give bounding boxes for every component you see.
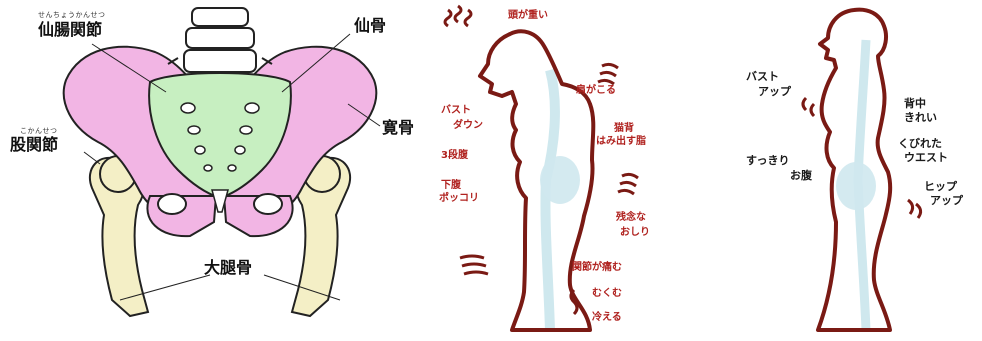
belly-label-1: すっきり xyxy=(746,155,790,166)
knee-pain-label: 関節が痛む xyxy=(572,263,622,273)
pelvis-glow xyxy=(540,156,580,204)
belly-label-2: お腹 xyxy=(790,170,812,181)
sacrum-label: 仙骨 xyxy=(354,18,386,34)
hip-up-label-1: ヒップ xyxy=(924,181,957,192)
sacroiliac-joint-label: 仙腸関節 xyxy=(38,22,102,38)
hip-up-label-2: アップ xyxy=(930,195,963,206)
waist-label-2: ウエスト xyxy=(904,152,948,163)
cold-label: 冷える xyxy=(592,313,622,323)
pelvis-illustration xyxy=(0,0,430,341)
stress-marks-left xyxy=(445,6,488,274)
swelling-label: むくむ xyxy=(592,289,622,299)
lower-belly-label-1: 下腹 xyxy=(441,181,461,191)
back-label-2: きれい xyxy=(904,112,937,123)
hip-joint-ruby: こかんせつ xyxy=(20,128,58,135)
hip-bone-label: 寛骨 xyxy=(382,120,414,136)
back-fat-label-2: はみ出す脂 xyxy=(596,137,646,147)
saggy-butt-label-1: 残念な xyxy=(616,213,646,223)
triple-belly-label: 3段腹 xyxy=(441,151,468,161)
lumbar-vertebrae xyxy=(168,8,272,72)
femur-label: 大腿骨 xyxy=(204,260,252,276)
sacroiliac-joint-ruby: せんちょうかんせつ xyxy=(38,12,106,19)
bust-down-label-1: バスト xyxy=(441,106,471,116)
back-fat-label-1: 猫背 xyxy=(614,124,634,134)
stress-marks-right xyxy=(571,64,638,314)
heavy-head-label: 頭が重い xyxy=(508,11,548,21)
bust-up-label-1: バスト xyxy=(746,71,779,82)
good-posture-figure xyxy=(790,0,960,341)
bust-up-label-2: アップ xyxy=(758,86,791,97)
hip-joint-label: 股関節 xyxy=(10,137,58,153)
good-pelvis-glow xyxy=(836,162,876,210)
lower-belly-label-2: ポッコリ xyxy=(439,194,479,204)
bust-down-label-2: ダウン xyxy=(453,121,483,131)
waist-label-1: くびれた xyxy=(898,138,942,149)
back-label-1: 背中 xyxy=(904,98,926,109)
saggy-butt-label-2: おしり xyxy=(620,228,650,238)
stiff-shoulders-label: 肩がこる xyxy=(576,86,616,96)
